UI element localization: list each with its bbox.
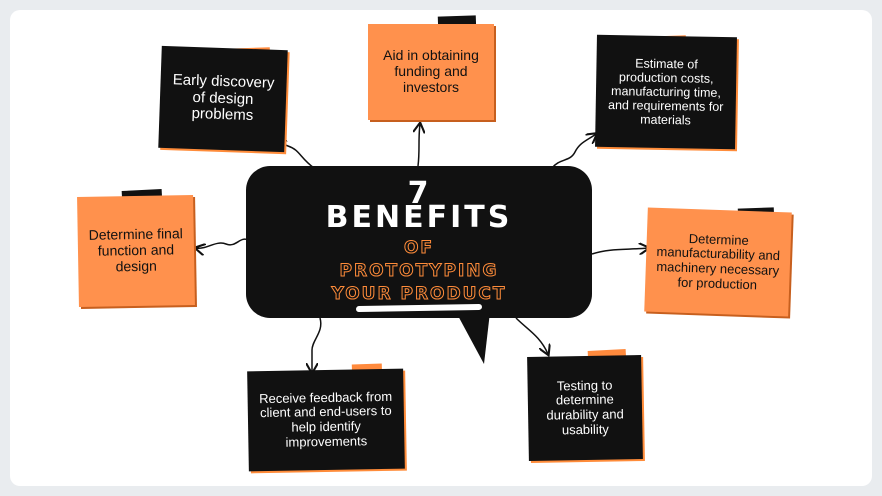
headline-benefits: BENEFITS (325, 200, 513, 235)
note-final-function: Determine final function and design (77, 194, 195, 308)
center-title-bubble (246, 166, 592, 318)
arrow-to-estimate (551, 134, 596, 169)
benefit-count: 7 (407, 176, 431, 211)
headline-your-product: YOUR PRODUCT (331, 284, 507, 305)
arrow-to-manufacturability (591, 248, 648, 254)
arrow-to-testing (515, 317, 548, 354)
note-early-discovery: Early discovery of design problems (158, 45, 288, 153)
note-estimate: Estimate of production costs, manufactur… (595, 34, 737, 150)
arrow-to-funding (418, 124, 420, 167)
arrow-to-feedback (312, 317, 322, 372)
note-manufacturability: Determine manufacturability and machiner… (644, 207, 792, 317)
note-funding: Aid in obtaining funding and investors (368, 24, 494, 120)
note-feedback: Receive feedback from client and end-use… (247, 368, 405, 472)
headline-prototyping: PROTOTYPING (339, 261, 499, 282)
note-testing: Testing to determine durability and usab… (527, 355, 643, 461)
headline-of: OF (403, 238, 435, 259)
arrow-to-final-function (196, 238, 249, 248)
